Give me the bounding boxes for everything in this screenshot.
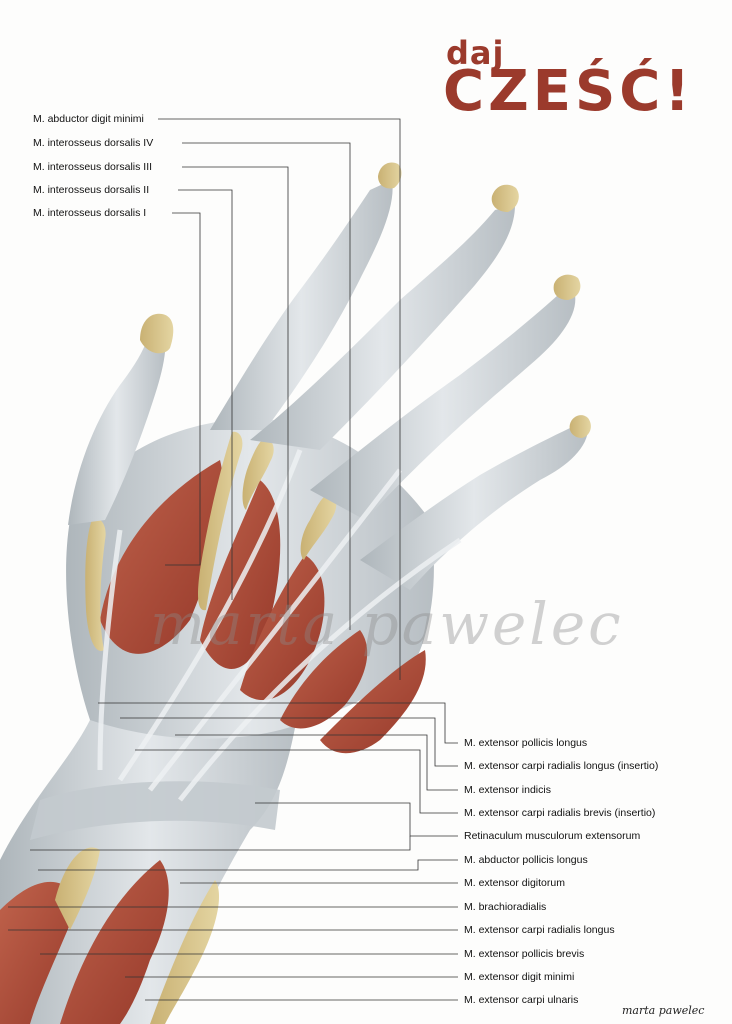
ring-tip-bone (553, 274, 581, 300)
metacarpal-bone (300, 494, 337, 560)
thumb (68, 330, 166, 525)
ring-finger (310, 295, 576, 520)
leader-lines-left (158, 118, 401, 680)
label-left: M. interosseus dorsalis I (33, 207, 147, 219)
middle-finger (250, 205, 515, 450)
index-finger (210, 180, 393, 430)
label-left: M. interosseus dorsalis III (33, 161, 153, 173)
middle-tip-bone (491, 184, 519, 212)
label-right: M. extensor carpi radialis longus (464, 924, 615, 936)
little-tip-bone (569, 415, 591, 438)
label-left: M. abductor digit minimi (33, 113, 144, 125)
signature: marta pawelec (622, 1004, 705, 1017)
leader-lines-right (8, 702, 458, 1001)
label-right: M. extensor carpi ulnaris (464, 994, 579, 1006)
title-line-1: daj (446, 34, 505, 72)
label-right: M. abductor pollicis longus (464, 854, 588, 866)
label-right: M. extensor digitorum (464, 877, 565, 889)
label-right: M. extensor pollicis brevis (464, 948, 585, 960)
label-left: M. interosseus dorsalis II (33, 184, 150, 196)
radius-bone (55, 847, 100, 930)
index-tip-bone (378, 162, 402, 189)
label-left: M. interosseus dorsalis IV (33, 137, 154, 149)
label-right: M. extensor carpi radialis brevis (inser… (464, 807, 656, 819)
interosseus-dorsalis-I (100, 460, 224, 654)
metacarpal-bone (242, 439, 274, 510)
ulna-bone (150, 880, 220, 1024)
thumb-tip-bone (140, 313, 174, 354)
forearm-muscle (0, 881, 80, 1024)
title-line-2: CZEŚĆ! (443, 59, 694, 124)
abductor-digiti-minimi (320, 650, 426, 754)
label-right: M. extensor digit minimi (464, 971, 575, 983)
watermark: marta pawelec (150, 590, 624, 658)
forearm-muscle (60, 860, 169, 1024)
label-right: M. extensor carpi radialis longus (inser… (464, 760, 659, 772)
label-right: M. extensor pollicis longus (464, 737, 588, 749)
label-right: M. extensor indicis (464, 784, 551, 796)
interosseus-dorsalis-IV (280, 630, 368, 729)
extensor-tendons (97, 449, 462, 802)
forearm (0, 700, 300, 1024)
label-right: Retinaculum musculorum extensorum (464, 830, 641, 842)
little-finger (360, 425, 589, 590)
metacarpal-bone (198, 431, 243, 611)
label-right: M. brachioradialis (464, 901, 547, 913)
retinaculum-band (30, 781, 280, 840)
metacarpal-bone (85, 518, 106, 651)
